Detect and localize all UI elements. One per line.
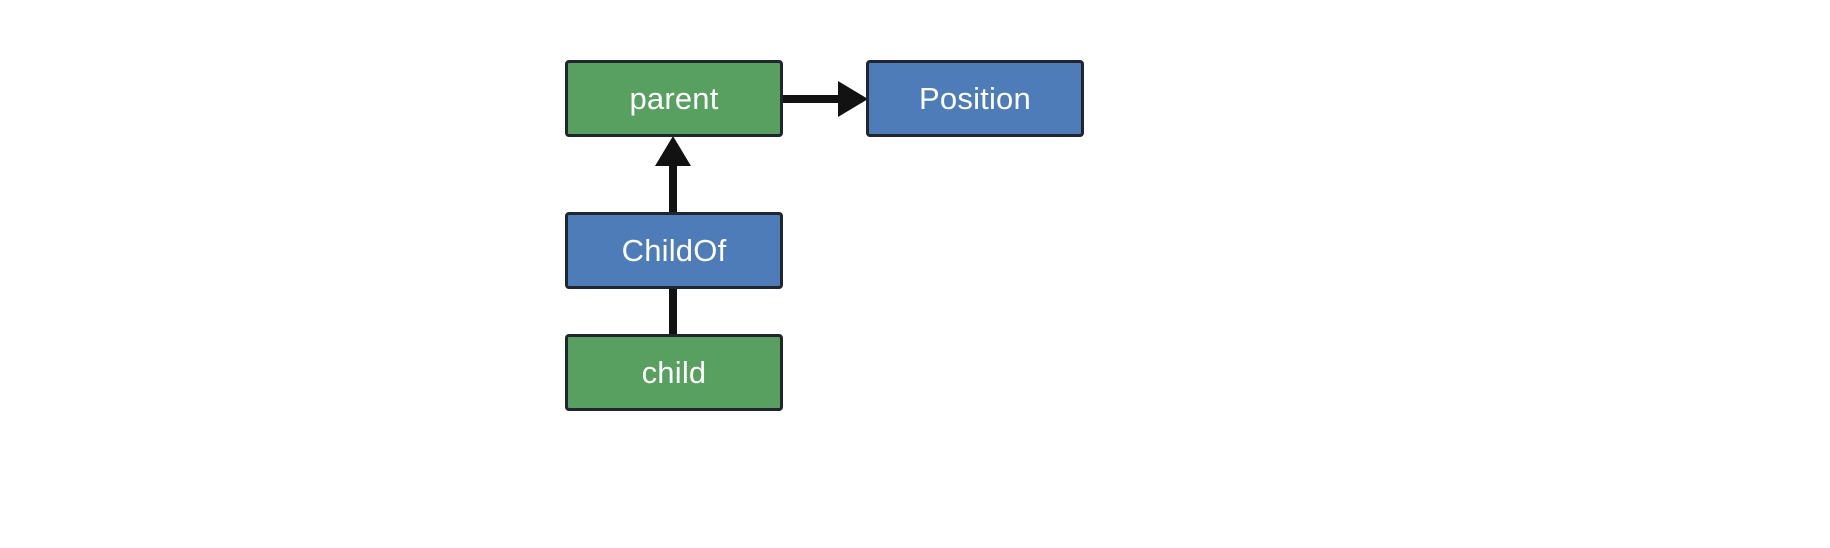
node-position: Position	[866, 60, 1084, 137]
node-parent: parent	[565, 60, 783, 137]
arrow-childof-to-parent	[655, 136, 691, 212]
node-child: child	[565, 334, 783, 411]
arrow-parent-to-position	[783, 81, 868, 117]
node-childof: ChildOf	[565, 212, 783, 289]
